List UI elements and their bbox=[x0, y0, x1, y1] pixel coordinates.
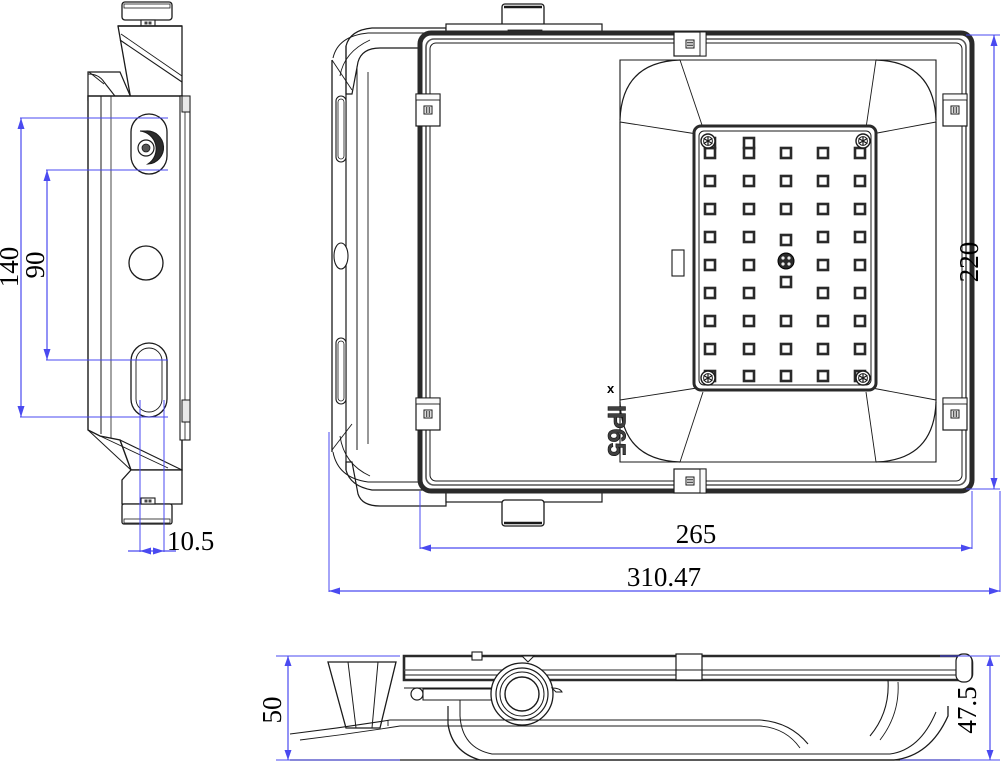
bottom-view-pivot-knob bbox=[404, 662, 563, 726]
bottom-view-top-slab bbox=[402, 651, 974, 683]
dimension-265: 265 bbox=[419, 491, 973, 552]
dimension-310-47: 310.47 bbox=[328, 432, 1001, 595]
dimension-10-5: 10.5 bbox=[128, 400, 214, 556]
side-view-fin-strip bbox=[179, 95, 191, 441]
side-view-pivot-knob bbox=[130, 113, 168, 175]
side-view-top-gland bbox=[121, 1, 173, 27]
side-view-yoke-bracket bbox=[117, 25, 183, 101]
side-view-lower-slot bbox=[130, 342, 168, 418]
bottom-view-lower-shell bbox=[289, 679, 960, 761]
side-view-top-chamfer bbox=[87, 71, 133, 101]
x-mark-label: x bbox=[607, 381, 615, 396]
side-view-bottom-foot bbox=[87, 429, 183, 505]
front-view-mounting-bracket bbox=[331, 27, 447, 507]
dimension-140: 140 bbox=[0, 117, 168, 418]
front-view-group: x IP65 220 265 310.47 bbox=[328, 3, 1001, 595]
side-view-middle-boss bbox=[128, 245, 164, 281]
dimension-90: 90 bbox=[20, 169, 168, 361]
dimension-220: 220 bbox=[954, 34, 1000, 490]
side-view-bottom-gland bbox=[121, 497, 173, 525]
dimension-140-label: 140 bbox=[0, 247, 24, 288]
dimension-220-label: 220 bbox=[954, 242, 984, 283]
dimension-50: 50 bbox=[257, 655, 400, 761]
dimension-310-47-label: 310.47 bbox=[627, 562, 701, 592]
bottom-view-bracket bbox=[327, 661, 397, 729]
reflector-side-tab bbox=[671, 249, 685, 277]
dimension-10-5-label: 10.5 bbox=[167, 526, 214, 556]
dimension-90-label: 90 bbox=[20, 252, 50, 279]
dimension-47-5: 47.5 bbox=[900, 655, 1000, 761]
led-center-sensor bbox=[777, 252, 795, 270]
side-view-group: 140 90 10.5 bbox=[0, 1, 214, 556]
bottom-view-group: 50 47.5 bbox=[257, 651, 1000, 761]
dimension-47-5-label: 47.5 bbox=[952, 686, 982, 733]
ip-rating-label: IP65 bbox=[602, 405, 630, 457]
dimension-265-label: 265 bbox=[676, 519, 717, 549]
dimension-50-label: 50 bbox=[257, 697, 287, 724]
